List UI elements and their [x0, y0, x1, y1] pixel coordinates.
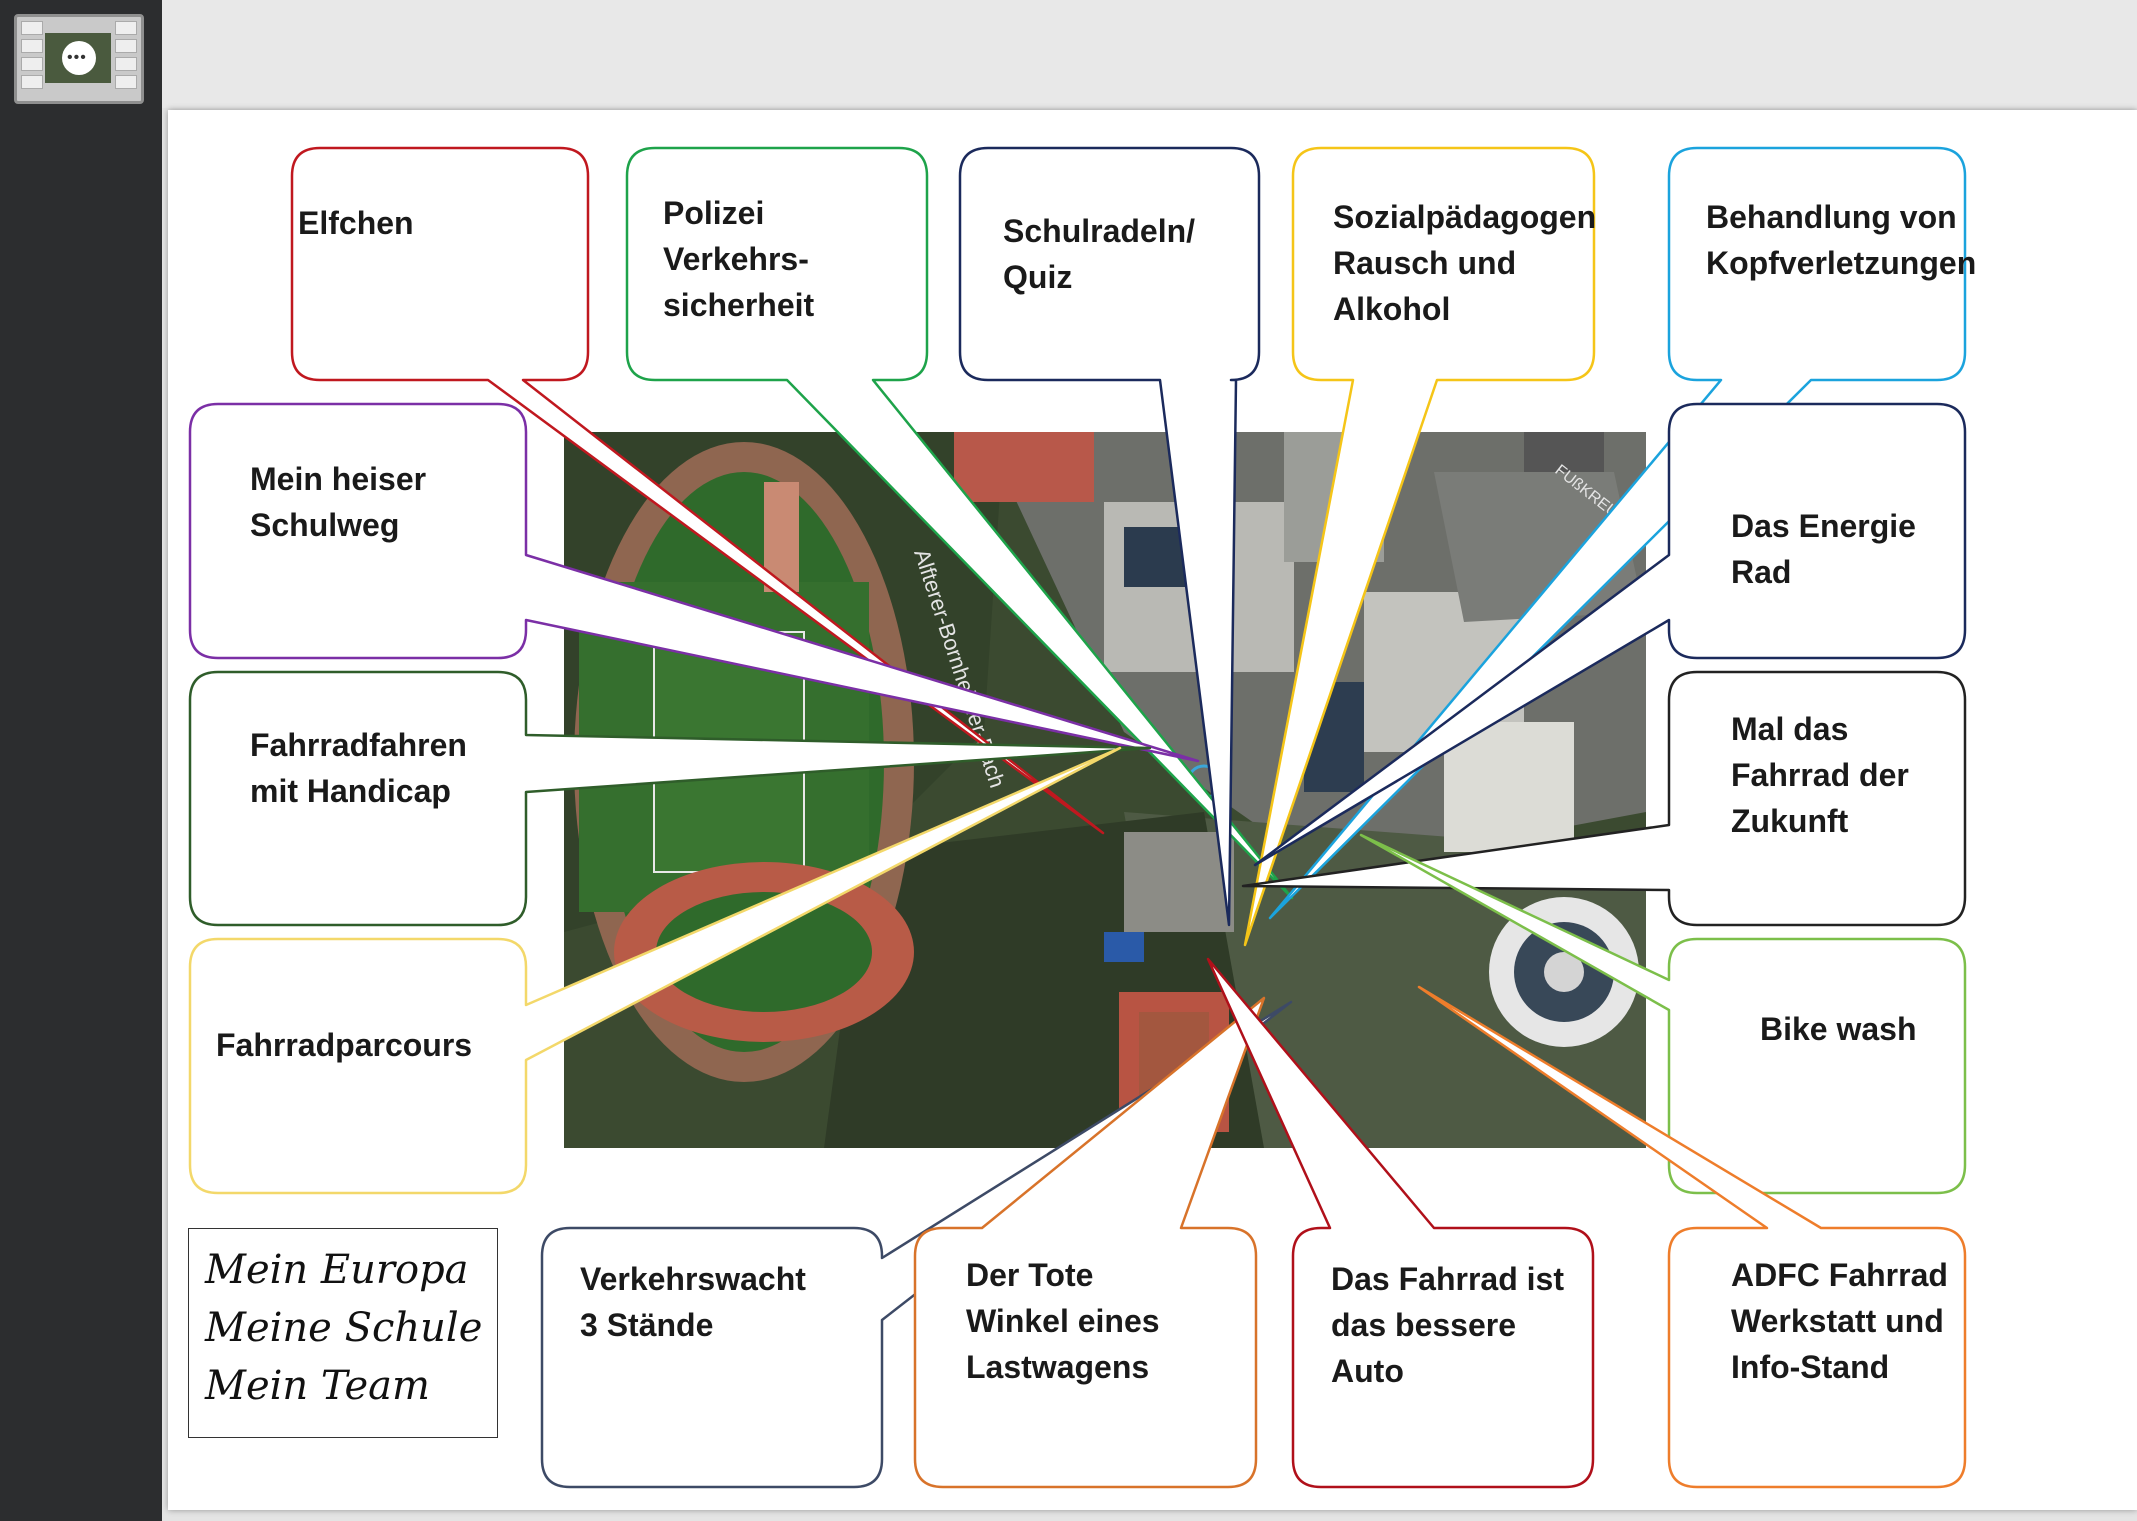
callout-text-polizei[interactable]: Polizei Verkehrs- sicherheit [663, 195, 815, 323]
callout-shape-heiser[interactable] [188, 402, 1200, 763]
callout-text-handicap[interactable]: Fahrradfahren mit Handicap [250, 727, 467, 809]
slide-canvas: Alfterer-Bornheimer-Bach FUßKREUZ [168, 110, 2137, 1510]
callout-shape-elfchen[interactable] [290, 146, 1105, 835]
callout-shape-handicap[interactable] [188, 670, 1152, 927]
callout-text-toter[interactable]: Der Tote Winkel eines Lastwagens [966, 1257, 1160, 1385]
callout-shape-bessere[interactable] [1206, 957, 1595, 1489]
ellipsis-icon: ••• [67, 49, 87, 66]
toolbar-area [162, 0, 2137, 108]
callout-text-schulradeln[interactable]: Schulradeln/ Quiz [1003, 213, 1196, 295]
callout-text-bessere[interactable]: Das Fahrrad ist das bessere Auto [1331, 1261, 1564, 1389]
callout-text-sozial[interactable]: Sozialpädagogen Rausch und Alkohol [1333, 199, 1597, 327]
motto-line-3: Mein Team [205, 1363, 430, 1409]
callout-shape-parcours[interactable] [188, 746, 1122, 1195]
callout-text-parcours[interactable]: Fahrradparcours [216, 1027, 473, 1063]
callout-shape-sozial[interactable] [1243, 146, 1596, 947]
callout-text-behandlung[interactable]: Behandlung von Kopfverletzungen [1706, 199, 1977, 281]
callout-shape-energie[interactable] [1253, 402, 1967, 867]
motto-line-1: Mein Europa [205, 1247, 469, 1293]
callout-shape-bikewash[interactable] [1359, 833, 1967, 1195]
callout-shape-zukunft[interactable] [1241, 670, 1967, 927]
callout-shape-schulradeln[interactable] [958, 146, 1261, 927]
more-options-icon[interactable] [62, 41, 96, 75]
callout-text-adfc[interactable]: ADFC Fahrrad Werkstatt und Info-Stand [1731, 1257, 1948, 1385]
motto-textbox[interactable]: Mein Europa Meine Schule Mein Team [188, 1228, 498, 1438]
callout-text-zukunft[interactable]: Mal das Fahrrad der Zukunft [1731, 711, 1909, 839]
callout-shapes [188, 146, 1967, 1489]
callout-text-elfchen[interactable]: Elfchen [298, 205, 414, 241]
callout-shape-adfc[interactable] [1417, 985, 1967, 1489]
callout-shape-toter[interactable] [913, 996, 1266, 1489]
callout-text-verkehrswacht[interactable]: Verkehrswacht 3 Stände [580, 1261, 806, 1343]
slide-panel: ••• [0, 0, 162, 1521]
motto-line-2: Meine Schule [205, 1305, 483, 1351]
callout-text-bikewash[interactable]: Bike wash [1760, 1011, 1917, 1047]
callout-text-heiser[interactable]: Mein heiser Schulweg [250, 461, 427, 543]
slide-thumbnail[interactable]: ••• [14, 14, 144, 104]
callout-text-energie[interactable]: Das Energie Rad [1731, 508, 1916, 590]
callout-shape-polizei[interactable] [625, 146, 1294, 900]
